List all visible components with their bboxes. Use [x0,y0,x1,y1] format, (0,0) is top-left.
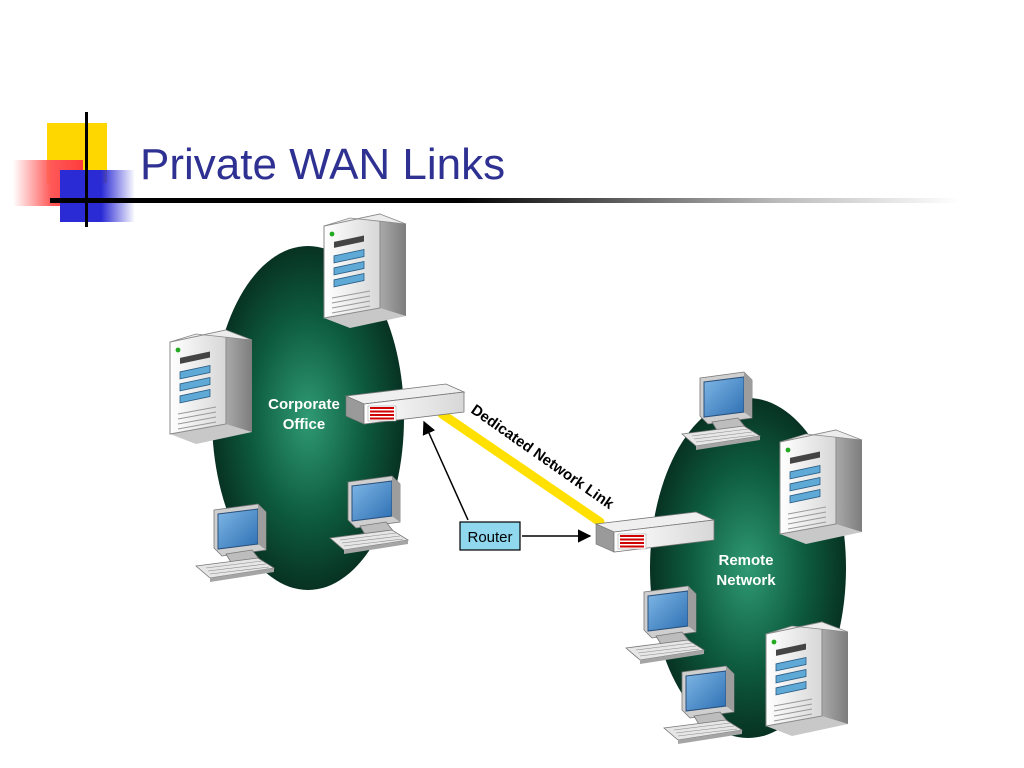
corporate-server-icon [169,329,253,445]
remote-network-label-line2: Network [716,572,776,589]
corporate-office-label-line2: Office [283,416,326,433]
router-callout-box [459,521,521,551]
corporate-workstation-icon [195,503,275,583]
slide-title: Private WAN Links [140,140,506,189]
dedicated-link-label: Dedicated Network Link [468,401,618,513]
remote-workstation-icon [625,585,705,665]
remote-network-label-line1: Remote [718,552,773,569]
decor-vertical-line [85,112,88,227]
remote-workstation-icon [681,371,761,451]
dedicated-link-line [437,409,605,527]
remote-server-icon [765,621,849,737]
title-underline [50,198,960,203]
router-arrow-corporate [422,420,469,521]
corporate-server-icon [323,213,407,329]
decor-blue-bar [60,170,135,222]
remote-server-icon [779,429,863,545]
router-callout-label: Router [467,529,512,546]
corporate-office-label-line1: Corporate [268,396,340,413]
